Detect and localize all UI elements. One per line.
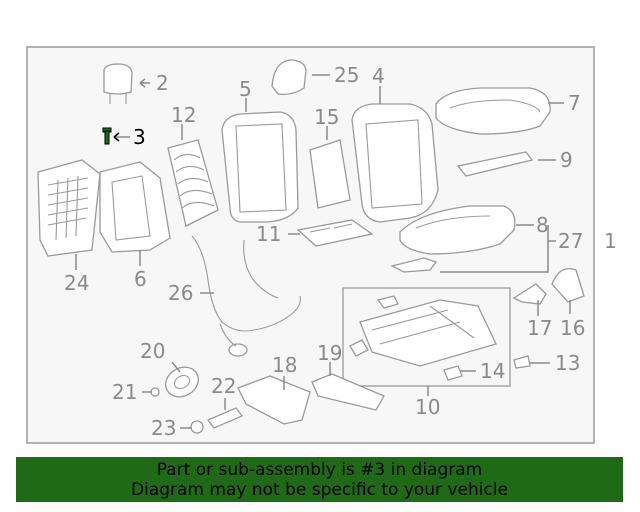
bracket-17-part[interactable] — [512, 283, 547, 305]
callout-10[interactable]: 10 — [415, 395, 440, 419]
callout-25[interactable]: 25 — [334, 63, 359, 87]
adjuster-clip-part[interactable] — [443, 365, 463, 381]
clip-13-part[interactable] — [513, 355, 531, 369]
clip-part-highlighted[interactable] — [102, 127, 112, 145]
callout-13[interactable]: 13 — [555, 351, 580, 375]
seat-back-cover-part[interactable] — [221, 111, 299, 223]
callout-11[interactable]: 11 — [256, 222, 281, 246]
cushion-bracket-part[interactable] — [390, 257, 438, 273]
adjuster-group-box — [342, 287, 511, 387]
callout-5[interactable]: 5 — [239, 77, 252, 101]
callout-26[interactable]: 26 — [168, 281, 193, 305]
callout-22[interactable]: 22 — [211, 374, 236, 398]
banner-line-1: Part or sub-assembly is #3 in diagram — [156, 460, 483, 480]
seat-back-panel-part[interactable] — [37, 159, 101, 257]
wire-harness-part[interactable] — [191, 235, 301, 357]
recliner-knob-part[interactable] — [160, 361, 203, 402]
callout-24[interactable]: 24 — [64, 271, 89, 295]
callout-6[interactable]: 6 — [134, 267, 147, 291]
cover-16-part[interactable] — [551, 267, 585, 303]
callout-17[interactable]: 17 — [527, 316, 552, 340]
callout-4[interactable]: 4 — [372, 64, 385, 88]
info-banner: Part or sub-assembly is #3 in diagram Di… — [16, 457, 623, 502]
callout-27[interactable]: 27 — [558, 229, 583, 253]
side-trim-part[interactable] — [311, 373, 385, 411]
callout-16[interactable]: 16 — [560, 316, 585, 340]
lever-part[interactable] — [206, 407, 244, 429]
callout-21[interactable]: 21 — [112, 380, 137, 404]
callout-19[interactable]: 19 — [317, 341, 342, 365]
banner-line-2: Diagram may not be specific to your vehi… — [130, 480, 508, 500]
callout-12[interactable]: 12 — [171, 103, 196, 127]
cushion-plate-part[interactable] — [456, 151, 534, 177]
callout-1[interactable]: 1 — [604, 229, 617, 253]
callout-20[interactable]: 20 — [140, 339, 165, 363]
seat-cushion-part[interactable] — [399, 205, 516, 255]
callout-14[interactable]: 14 — [480, 359, 505, 383]
callout-7[interactable]: 7 — [568, 91, 581, 115]
callout-15[interactable]: 15 — [314, 105, 339, 129]
washer-23-part[interactable] — [190, 420, 204, 434]
callout-9[interactable]: 9 — [560, 148, 573, 172]
callout-2[interactable]: 2 — [156, 71, 169, 95]
seat-back-cushion-part[interactable] — [351, 103, 439, 223]
leader-lines — [75, 74, 571, 429]
headrest-part[interactable] — [103, 63, 133, 104]
callout-18[interactable]: 18 — [272, 353, 297, 377]
parts-diagram: 2 3 12 5 15 4 25 7 9 8 27 1 11 24 6 26 2… — [26, 46, 617, 444]
callout-3-highlighted[interactable]: 3 — [133, 125, 146, 149]
callout-23[interactable]: 23 — [151, 416, 176, 440]
callout-8[interactable]: 8 — [536, 213, 549, 237]
seat-adjuster-part[interactable] — [349, 295, 497, 367]
headrest-cushion-part[interactable] — [271, 59, 307, 96]
lumbar-pad-part[interactable] — [309, 139, 351, 209]
side-shield-part[interactable] — [237, 375, 311, 425]
spring-frame-part[interactable] — [167, 139, 219, 227]
lumbar-bracket-part[interactable] — [296, 219, 374, 247]
seat-back-pad-part[interactable] — [99, 161, 171, 253]
callout-labels: 2 3 12 5 15 4 25 7 9 8 27 1 11 24 6 26 2… — [64, 63, 617, 440]
cushion-cover-part[interactable] — [435, 87, 551, 135]
screw-21-part[interactable] — [150, 387, 160, 397]
